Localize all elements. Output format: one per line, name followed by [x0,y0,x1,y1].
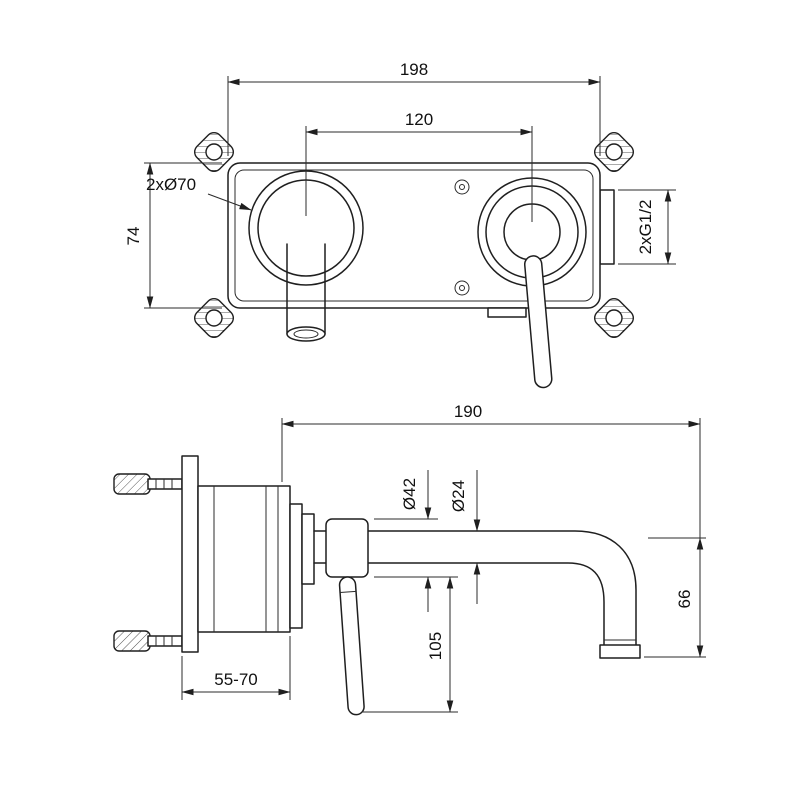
hole-spacing-label: 120 [405,110,433,129]
dim-overall-width: 198 [227,60,601,156]
side-view: 190 Ø42 Ø24 105 66 [113,402,706,716]
dim-box-height: 74 [124,162,222,309]
handle-length-label: 105 [426,632,445,660]
mounting-ear-top-left [193,131,235,173]
spout-reach-label: 190 [454,402,482,421]
mixer-box-outer [227,162,601,309]
hole-diameter-label: 2xØ70 [146,175,196,194]
aerator [599,644,641,659]
mounting-ear-bottom-right [593,297,635,339]
handle-body-side [325,518,369,578]
dim-spout-reach: 190 [281,402,701,538]
screw-hole-bottom [454,280,470,296]
trim-diameter-label: Ø42 [400,478,419,510]
handle-lever-front [523,255,553,389]
bottom-bracket [487,307,527,318]
dim-trim-diameter: Ø42 [374,470,438,612]
dim-connection-thread: 2xG1/2 [618,189,676,265]
screw-hole-top [454,179,470,195]
connection-thread-label: 2xG1/2 [636,200,655,255]
spout-side [313,530,641,659]
mounting-ear-top-right [593,131,635,173]
concealed-body [197,485,291,633]
dim-handle-length: 105 [362,576,458,713]
spout-escutcheon [301,513,315,585]
mixer-box-inner [234,169,594,302]
anchor-screw-bottom [113,630,183,652]
wall-depth-range-label: 55-70 [214,670,257,689]
connection-fitting [599,189,615,265]
wall-plate [181,455,199,653]
dim-spout-diameter: Ø24 [449,470,481,604]
dim-spout-drop: 66 [644,537,706,658]
dim-wall-depth-range: 55-70 [181,636,291,700]
wall-flange [289,503,303,629]
front-view: 198 120 74 2xØ70 2xG1/2 [124,60,676,389]
anchor-screw-top [113,473,183,495]
dim-hole-spacing: 120 [305,110,533,222]
dim-hole-diameter: 2xØ70 [146,175,252,211]
spout-diameter-label: Ø24 [449,480,468,512]
overall-width-label: 198 [400,60,428,79]
handle-lever-side [338,576,365,716]
spout-drop-label: 66 [675,590,694,609]
box-height-label: 74 [124,227,143,246]
